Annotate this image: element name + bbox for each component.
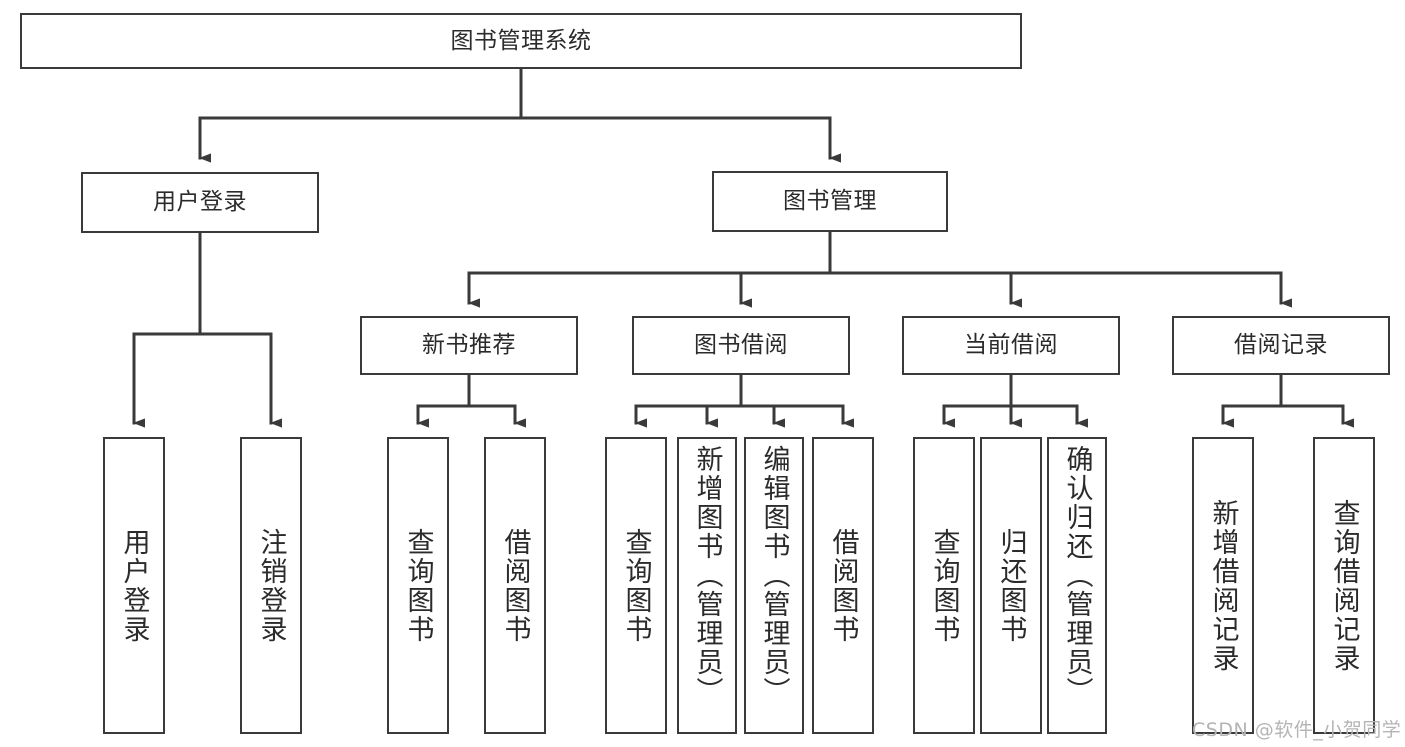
node-leaf-9-label: 查询图书 xyxy=(928,527,960,644)
node-root-label: 图书管理系统 xyxy=(450,27,592,54)
node-level2-4[interactable]: 借阅记录 xyxy=(1172,316,1390,375)
node-level1-2-label: 图书管理 xyxy=(783,188,877,215)
node-leaf-2[interactable]: 注销登录 xyxy=(240,437,302,734)
node-level1-2[interactable]: 图书管理 xyxy=(712,171,948,232)
node-leaf-10-label: 归还图书 xyxy=(995,527,1027,644)
node-leaf-7-label: 编辑图书（管理员） xyxy=(758,445,790,706)
node-level2-3[interactable]: 当前借阅 xyxy=(902,316,1120,375)
node-leaf-8[interactable]: 借阅图书 xyxy=(812,437,874,734)
node-leaf-3-label: 查询图书 xyxy=(402,527,434,644)
node-leaf-6[interactable]: 新增图书（管理员） xyxy=(677,437,737,734)
node-leaf-13-label: 查询借阅记录 xyxy=(1328,498,1360,673)
node-leaf-4-label: 借阅图书 xyxy=(499,527,531,644)
node-leaf-11-label: 确认归还（管理员） xyxy=(1061,445,1093,706)
node-level2-1-label: 新书推荐 xyxy=(422,332,516,359)
node-leaf-4[interactable]: 借阅图书 xyxy=(484,437,546,734)
node-leaf-1[interactable]: 用户登录 xyxy=(103,437,165,734)
node-level2-2[interactable]: 图书借阅 xyxy=(632,316,850,375)
node-leaf-5[interactable]: 查询图书 xyxy=(605,437,667,734)
node-level1-1-label: 用户登录 xyxy=(153,189,247,216)
node-leaf-2-label: 注销登录 xyxy=(255,527,287,644)
node-leaf-8-label: 借阅图书 xyxy=(827,527,859,644)
node-leaf-12[interactable]: 新增借阅记录 xyxy=(1192,437,1254,734)
node-leaf-9[interactable]: 查询图书 xyxy=(913,437,975,734)
node-leaf-6-label: 新增图书（管理员） xyxy=(691,445,723,706)
node-leaf-3[interactable]: 查询图书 xyxy=(387,437,449,734)
node-leaf-7[interactable]: 编辑图书（管理员） xyxy=(744,437,804,734)
node-level1-1[interactable]: 用户登录 xyxy=(81,172,319,233)
node-leaf-10[interactable]: 归还图书 xyxy=(980,437,1042,734)
node-leaf-11[interactable]: 确认归还（管理员） xyxy=(1047,437,1107,734)
node-root[interactable]: 图书管理系统 xyxy=(20,13,1022,69)
node-level2-2-label: 图书借阅 xyxy=(694,332,788,359)
node-level2-3-label: 当前借阅 xyxy=(964,332,1058,359)
node-leaf-5-label: 查询图书 xyxy=(620,527,652,644)
node-level2-4-label: 借阅记录 xyxy=(1234,332,1328,359)
node-leaf-1-label: 用户登录 xyxy=(118,527,150,644)
node-leaf-13[interactable]: 查询借阅记录 xyxy=(1313,437,1375,734)
node-level2-1[interactable]: 新书推荐 xyxy=(360,316,578,375)
node-leaf-12-label: 新增借阅记录 xyxy=(1207,498,1239,673)
watermark-text: CSDN @软件_小贺同学 xyxy=(1192,719,1402,741)
